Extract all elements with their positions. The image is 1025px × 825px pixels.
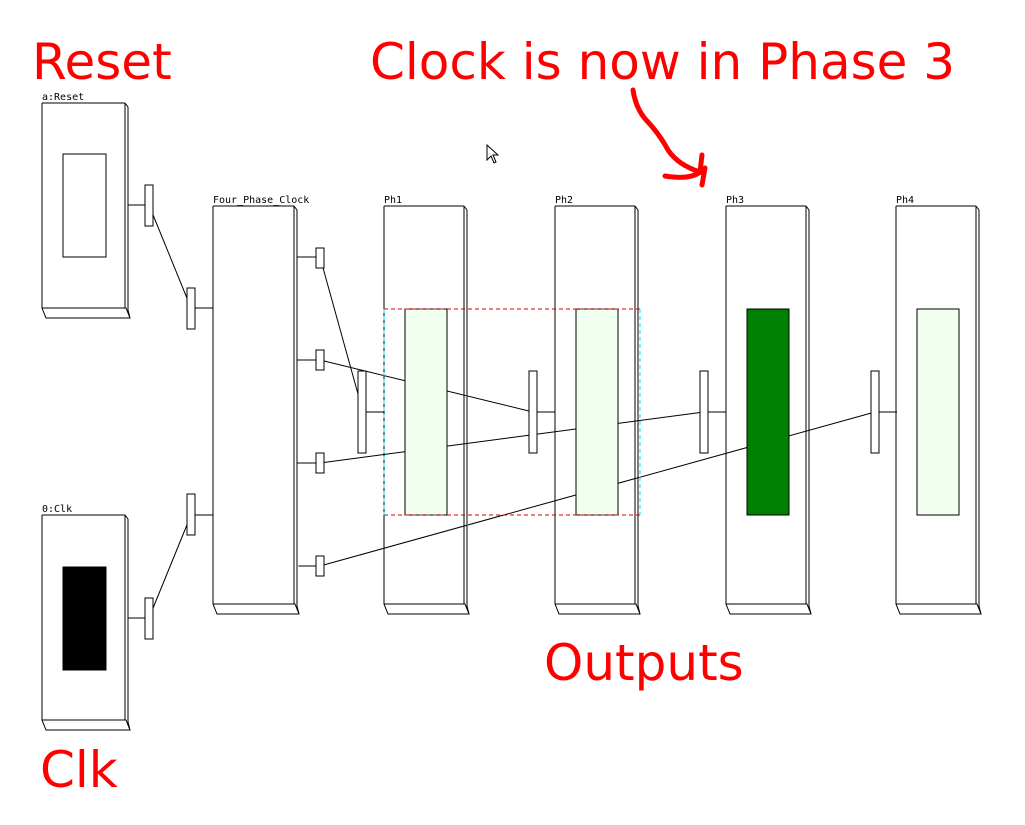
output-ph2[interactable]: Ph2 [554,194,641,615]
input-clk-label-bg [88,503,124,514]
output-ph3-indicator[interactable] [746,308,790,516]
annotation-reset: Reset [32,33,172,91]
output-ph2-label: Ph2 [555,195,573,206]
output-ph2-label-bg [598,194,634,205]
output-ph3-body [725,205,812,615]
output-ph3[interactable]: Ph3 [725,194,812,615]
four-phase-clock-label: Four_Phase_Clock [213,195,309,206]
reset-output-pin[interactable] [144,184,154,227]
mouse-cursor-icon [486,143,500,164]
output-ph3-label: Ph3 [726,195,744,206]
output-ph1-label-bg [427,194,463,205]
output-input-pin-1[interactable] [357,370,367,454]
input-reset-label: a:Reset [42,92,84,103]
output-ph1-label: Ph1 [384,195,402,206]
four-phase-clock-label-bg [257,194,293,205]
input-clk-label: 0:Clk [42,504,72,515]
wire-reset-to-clock [148,204,192,309]
output-ph2-body [554,205,641,615]
output-input-pin-4[interactable] [870,370,880,454]
wire-ph-line-1 [319,256,364,413]
input-clk[interactable]: 0:Clk [41,503,131,731]
clock-output-pin-3[interactable] [315,452,325,474]
output-ph4[interactable]: Ph4 [895,194,982,615]
clock-output-pin-4[interactable] [315,555,325,577]
annotation-arrow-icon [630,87,708,188]
clock-output-pin-1[interactable] [315,247,325,269]
wire-clk-to-clock [148,514,192,619]
clock-reset-pin[interactable] [186,287,196,330]
input-reset-indicator[interactable] [62,153,107,258]
clk-output-pin[interactable] [144,597,154,640]
output-ph4-indicator[interactable] [916,308,960,516]
output-ph1-indicator[interactable] [404,308,448,516]
selection-rectangle[interactable] [383,308,641,516]
output-ph3-label-bg [769,194,805,205]
wire-ph-line-3 [319,411,705,464]
input-reset-body [41,102,131,319]
clock-output-pin-2[interactable] [315,349,325,371]
input-reset-label-bg [88,91,124,102]
output-ph1[interactable]: Ph1 [383,194,470,615]
output-ph4-label: Ph4 [896,195,914,206]
output-input-pin-3[interactable] [699,370,709,454]
input-clk-body [41,514,131,731]
four-phase-clock[interactable]: Four_Phase_Clock [212,194,309,615]
output-ph4-label-bg [939,194,975,205]
output-ph2-indicator[interactable] [575,308,619,516]
four-phase-clock-body [212,205,300,615]
annotation-phase-note: Clock is now in Phase 3 [370,33,956,91]
input-clk-indicator[interactable] [62,566,107,671]
output-ph4-body [895,205,982,615]
annotation-clk: Clk [40,741,118,799]
output-input-pin-2[interactable] [528,370,538,454]
clock-clk-pin[interactable] [186,493,196,536]
annotation-outputs: Outputs [544,634,744,692]
output-ph1-body [383,205,470,615]
input-reset[interactable]: a:Reset [41,91,131,319]
